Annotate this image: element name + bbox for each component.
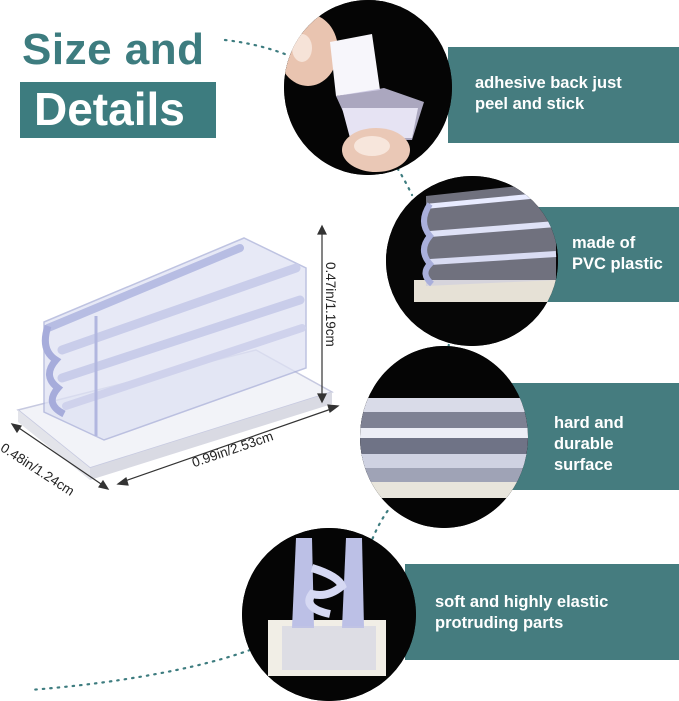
feature-text: made of <box>572 234 636 252</box>
feature-box-surface: hard and durable surface <box>508 383 679 490</box>
feature-text: adhesive back just <box>475 74 622 92</box>
adhesive-photo-circle <box>284 0 452 175</box>
feature-box-adhesive: adhesive back just peel and stick <box>448 47 679 143</box>
material-photo <box>386 176 558 346</box>
height-dimension-label: 0.47in/1.19cm <box>323 262 338 347</box>
feature-text: durable <box>554 435 614 453</box>
feature-text: PVC plastic <box>572 255 663 273</box>
feature-text: soft and highly elastic <box>435 593 609 611</box>
feature-text: hard and <box>554 414 624 432</box>
elastic-photo <box>242 528 416 701</box>
feature-box-elastic: soft and highly elastic protruding parts <box>405 564 679 660</box>
surface-photo <box>360 346 528 528</box>
feature-text: surface <box>554 456 613 474</box>
feature-text: peel and stick <box>475 95 585 113</box>
title-highlight <box>20 82 216 138</box>
material-photo-circle <box>386 176 558 346</box>
product-illustration <box>16 237 334 480</box>
adhesive-photo <box>284 0 452 175</box>
title-line1: Size and <box>22 25 205 74</box>
title-line2: Details <box>34 83 185 135</box>
feature-text: protruding parts <box>435 614 564 632</box>
elastic-photo-circle <box>242 528 416 701</box>
surface-photo-circle <box>360 346 528 528</box>
